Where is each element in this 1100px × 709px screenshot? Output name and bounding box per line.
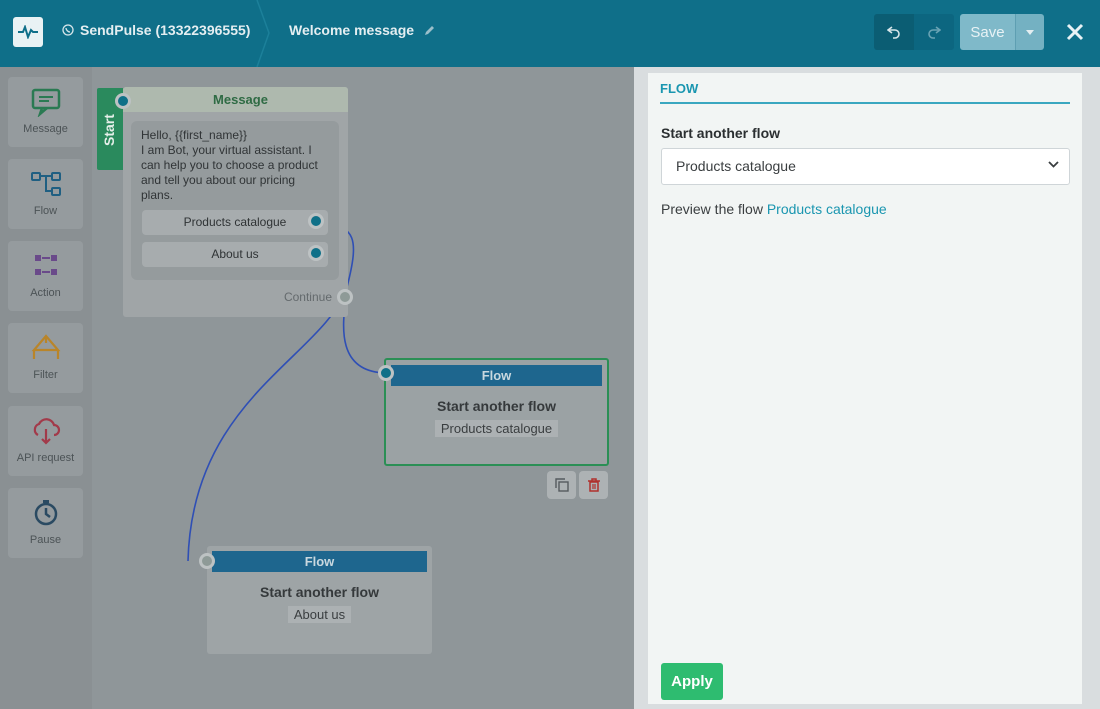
pencil-icon[interactable] [424,24,436,36]
apply-button[interactable]: Apply [661,663,723,700]
tool-label: Action [30,287,61,299]
bot-name-label: SendPulse (13322396555) [80,22,251,38]
connection-line [187,222,355,562]
message-input-port[interactable] [115,93,131,109]
action-icon [34,255,57,275]
trash-icon [587,478,600,492]
tool-label: Filter [33,369,58,381]
chevron-down-icon [1048,161,1059,168]
undo-button[interactable] [874,14,914,50]
tool-label: Pause [29,534,62,546]
duplicate-button[interactable] [547,471,576,499]
flow-node-products[interactable]: Flow Start another flow Products catalog… [384,358,609,466]
flow-title[interactable]: Welcome message [289,22,436,38]
tool-label: Message [23,123,68,135]
filter-icon [31,334,60,359]
flow-icon [30,172,61,196]
button-port-about[interactable] [308,245,324,261]
message-node-title: Message [123,87,348,112]
bot-name[interactable]: SendPulse (13322396555) [62,22,250,38]
caret-down-icon [1026,29,1034,35]
connection-line [342,296,387,374]
undo-icon [887,26,900,39]
preview-link[interactable]: Products catalogue [766,201,887,217]
save-options-button[interactable] [1015,14,1044,50]
tool-sidebar: Message Flow Action Filter API request P… [0,67,92,709]
tool-pause[interactable]: Pause [8,488,83,558]
flow-select-value: Products catalogue [676,158,796,174]
tool-message[interactable]: Message [8,77,83,147]
top-bar: SendPulse (13322396555) Welcome message … [0,0,1100,67]
flow-title-label: Welcome message [289,22,415,38]
tool-label: API request [16,452,75,464]
save-controls: Save [960,14,1044,50]
whatsapp-icon [62,24,74,36]
flow-node-about[interactable]: Flow Start another flow About us [207,546,432,654]
button-port-products[interactable] [308,213,324,229]
settings-panel: FLOW Start another flow Products catalog… [648,73,1082,704]
flow-canvas[interactable]: Start Message Hello, {{first_name}} I am… [92,67,634,709]
flow-node-title: Start another flow [436,398,556,414]
start-flow-label: Start another flow [661,125,781,141]
tool-api-request[interactable]: API request [8,406,83,476]
tool-label: Flow [33,205,58,217]
tab-flow[interactable]: FLOW [660,81,699,96]
flow-input-port[interactable] [199,553,215,569]
api-request-icon [33,418,60,445]
flow-select[interactable]: Products catalogue [661,148,1070,185]
redo-icon [928,26,941,39]
redo-button[interactable] [914,14,954,50]
close-icon [1066,23,1084,41]
history-controls [874,14,954,50]
tab-underline [660,102,1070,104]
flow-node-header: Flow [212,551,427,572]
pause-icon [34,500,57,526]
tool-action[interactable]: Action [8,241,83,311]
delete-button[interactable] [579,471,608,499]
message-bubble: Hello, {{first_name}} I am Bot, your vir… [131,121,339,280]
copy-icon [554,478,569,492]
flow-node-target: Products catalogue [434,420,559,437]
save-button[interactable]: Save [960,14,1015,50]
close-button[interactable] [1062,19,1088,45]
preview-text: Preview the flow Products catalogue [661,201,887,217]
continue-label: Continue [283,290,332,304]
pulse-icon [18,25,38,39]
start-label: Start [101,114,117,146]
flow-node-header: Flow [391,365,602,386]
flow-input-port[interactable] [378,365,394,381]
tool-flow[interactable]: Flow [8,159,83,229]
message-button-about[interactable]: About us [142,242,328,267]
app-logo[interactable] [13,17,43,47]
breadcrumb-separator [256,0,270,67]
tool-filter[interactable]: Filter [8,323,83,393]
message-icon [31,88,60,117]
message-node[interactable]: Message Hello, {{first_name}} I am Bot, … [123,87,348,317]
preview-prefix: Preview the flow [661,201,763,217]
message-button-products[interactable]: Products catalogue [142,210,328,235]
message-text: Hello, {{first_name}} I am Bot, your vir… [141,128,318,202]
continue-port[interactable] [337,289,353,305]
flow-node-title: Start another flow [259,584,379,600]
flow-node-target: About us [287,606,352,623]
